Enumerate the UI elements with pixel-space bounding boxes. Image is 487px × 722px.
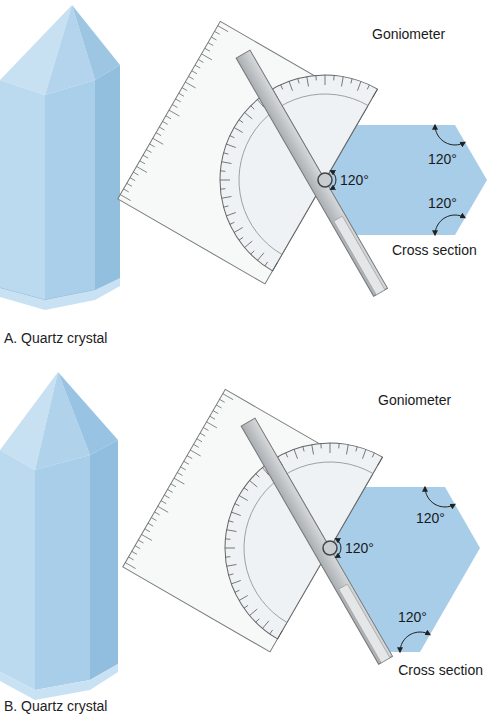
angle-label: 120° [428, 151, 457, 167]
part-name: Cross section [398, 662, 483, 678]
cross-section [325, 125, 487, 235]
angle-label: 120° [340, 172, 369, 188]
part-name: Cross section [392, 242, 477, 258]
cross-section [330, 487, 480, 652]
figure-caption: A. Quartz crystal [4, 330, 107, 346]
part-name: Goniometer [378, 392, 451, 408]
quartz-crystal [0, 372, 118, 700]
angle-label: 120° [428, 195, 457, 211]
angle-label: 120° [398, 609, 427, 625]
angle-label: 120° [416, 510, 445, 526]
angle-label: 120° [345, 540, 374, 556]
angle-arc [331, 125, 466, 652]
quartz-crystal [0, 5, 120, 310]
figure-caption: B. Quartz crystal [4, 698, 107, 714]
part-name: Goniometer [372, 26, 445, 42]
